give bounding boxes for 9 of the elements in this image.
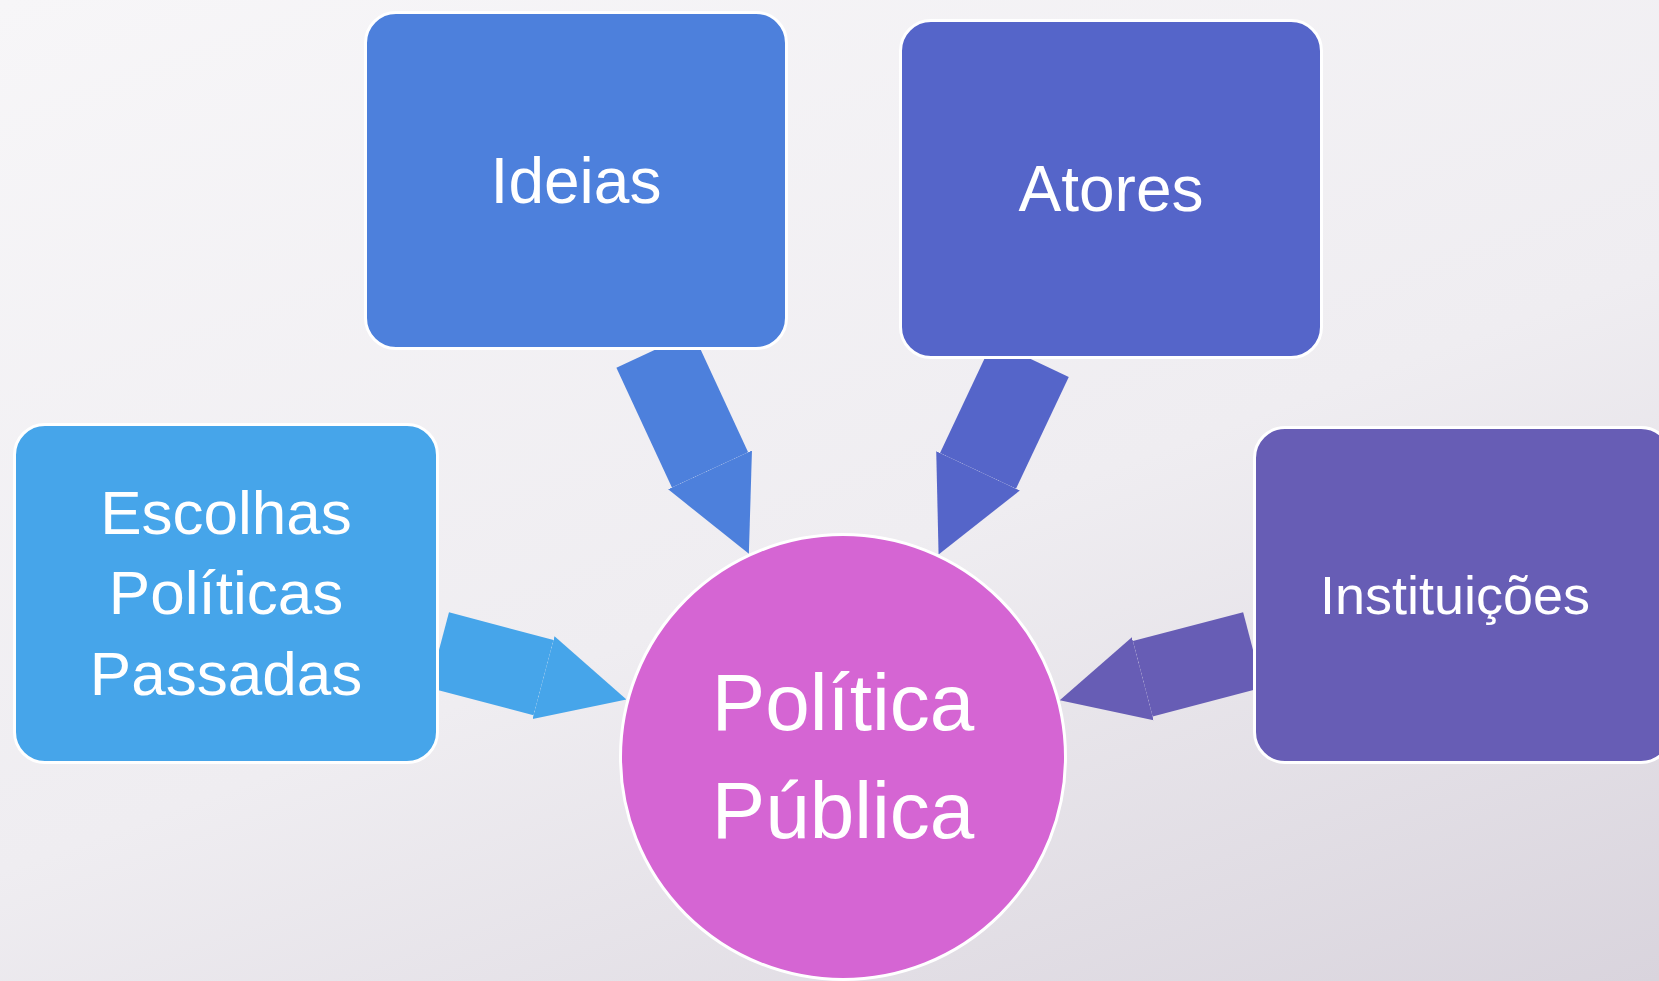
node-label: Escolhas Políticas Passadas — [88, 476, 364, 710]
rounded-box — [899, 19, 1323, 359]
node-label: Instituições — [1318, 563, 1592, 627]
rounded-box — [13, 423, 439, 764]
rounded-box — [364, 11, 788, 350]
node-label: Política Pública — [710, 657, 976, 857]
node-label: Ideias — [489, 143, 663, 219]
rounded-box — [1253, 426, 1659, 764]
node-label: Atores — [1017, 152, 1205, 227]
